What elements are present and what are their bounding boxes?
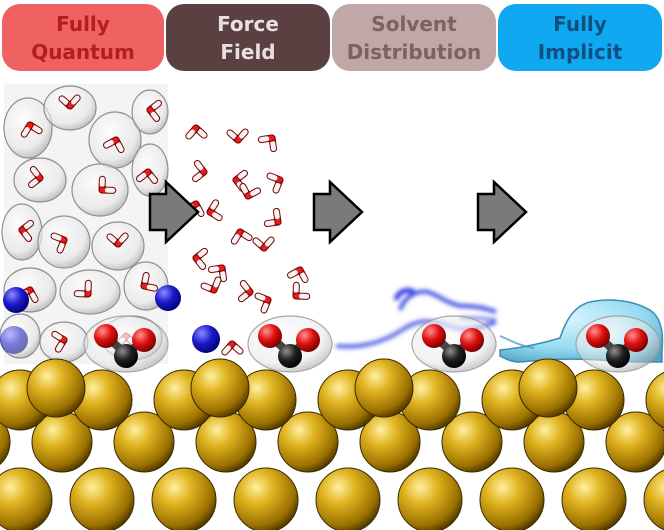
co2-adsorbates xyxy=(83,315,661,373)
water-molecule xyxy=(226,128,249,144)
water-molecule xyxy=(18,219,34,242)
water-molecule xyxy=(58,94,81,110)
gold-atom xyxy=(315,467,381,530)
water-molecule xyxy=(239,183,261,200)
gold-atom xyxy=(69,467,135,530)
gold-electrode xyxy=(0,358,664,530)
gold-atom xyxy=(190,358,250,418)
gold-atom xyxy=(643,469,664,530)
water-molecule xyxy=(292,281,311,300)
water-molecule xyxy=(192,247,208,270)
water-molecule xyxy=(266,172,284,194)
water-molecule xyxy=(106,232,129,248)
arrow-right-icon xyxy=(312,179,364,245)
gold-atom xyxy=(233,467,299,530)
gold-atom xyxy=(518,358,578,418)
gold-atom xyxy=(605,411,664,473)
water-molecule xyxy=(263,207,282,228)
water-molecule xyxy=(230,228,253,245)
quantum-ion xyxy=(0,326,28,354)
water-molecule xyxy=(257,134,278,153)
water-molecule xyxy=(287,266,309,283)
water-molecule xyxy=(200,276,222,294)
stage-label-force-field: Force Field xyxy=(166,4,330,71)
water-molecule xyxy=(185,124,208,140)
gold-atom xyxy=(441,411,503,473)
co2-molecule xyxy=(83,315,169,373)
gold-atom xyxy=(0,418,11,466)
gold-atom xyxy=(645,371,664,429)
arrow-right-icon xyxy=(148,179,200,245)
water-molecule xyxy=(207,264,228,283)
gold-atom xyxy=(354,358,414,418)
water-molecule xyxy=(136,168,159,184)
water-molecule xyxy=(98,175,117,194)
gold-atom xyxy=(561,467,627,530)
water-molecule xyxy=(206,199,223,222)
water-molecule xyxy=(192,160,208,183)
force-field-ion xyxy=(192,325,220,353)
gold-atom xyxy=(26,358,86,418)
gold-atom xyxy=(113,411,175,473)
stage-label-fully-quantum: Fully Quantum xyxy=(2,4,164,71)
arrow-right-icon xyxy=(476,179,528,245)
water-molecule xyxy=(51,330,68,353)
water-molecule xyxy=(73,279,92,298)
water-molecule xyxy=(50,232,68,254)
water-molecule xyxy=(238,280,254,303)
water-molecule xyxy=(146,99,162,122)
progression-arrows xyxy=(148,179,528,245)
co2-molecule xyxy=(411,315,497,373)
water-molecule xyxy=(20,121,43,138)
gold-atom xyxy=(479,467,545,530)
gold-atom xyxy=(397,467,463,530)
water-molecule xyxy=(28,166,44,189)
stage-label-solvent-distribution: Solvent Distribution xyxy=(332,4,496,71)
co2-molecule xyxy=(575,315,661,373)
gold-atom xyxy=(277,411,339,473)
gold-atom xyxy=(0,467,53,530)
co2-molecule xyxy=(247,315,333,373)
quantum-ion xyxy=(155,285,181,311)
water-molecule xyxy=(252,236,275,252)
water-molecule xyxy=(254,292,272,314)
force-field-water-molecules xyxy=(183,124,311,356)
stage-label-fully-implicit: Fully Implicit xyxy=(498,4,662,71)
water-molecule xyxy=(140,271,159,292)
quantum-ion xyxy=(3,287,29,313)
gold-atom xyxy=(151,467,217,530)
water-molecule xyxy=(103,136,125,153)
water-molecule xyxy=(221,340,244,356)
